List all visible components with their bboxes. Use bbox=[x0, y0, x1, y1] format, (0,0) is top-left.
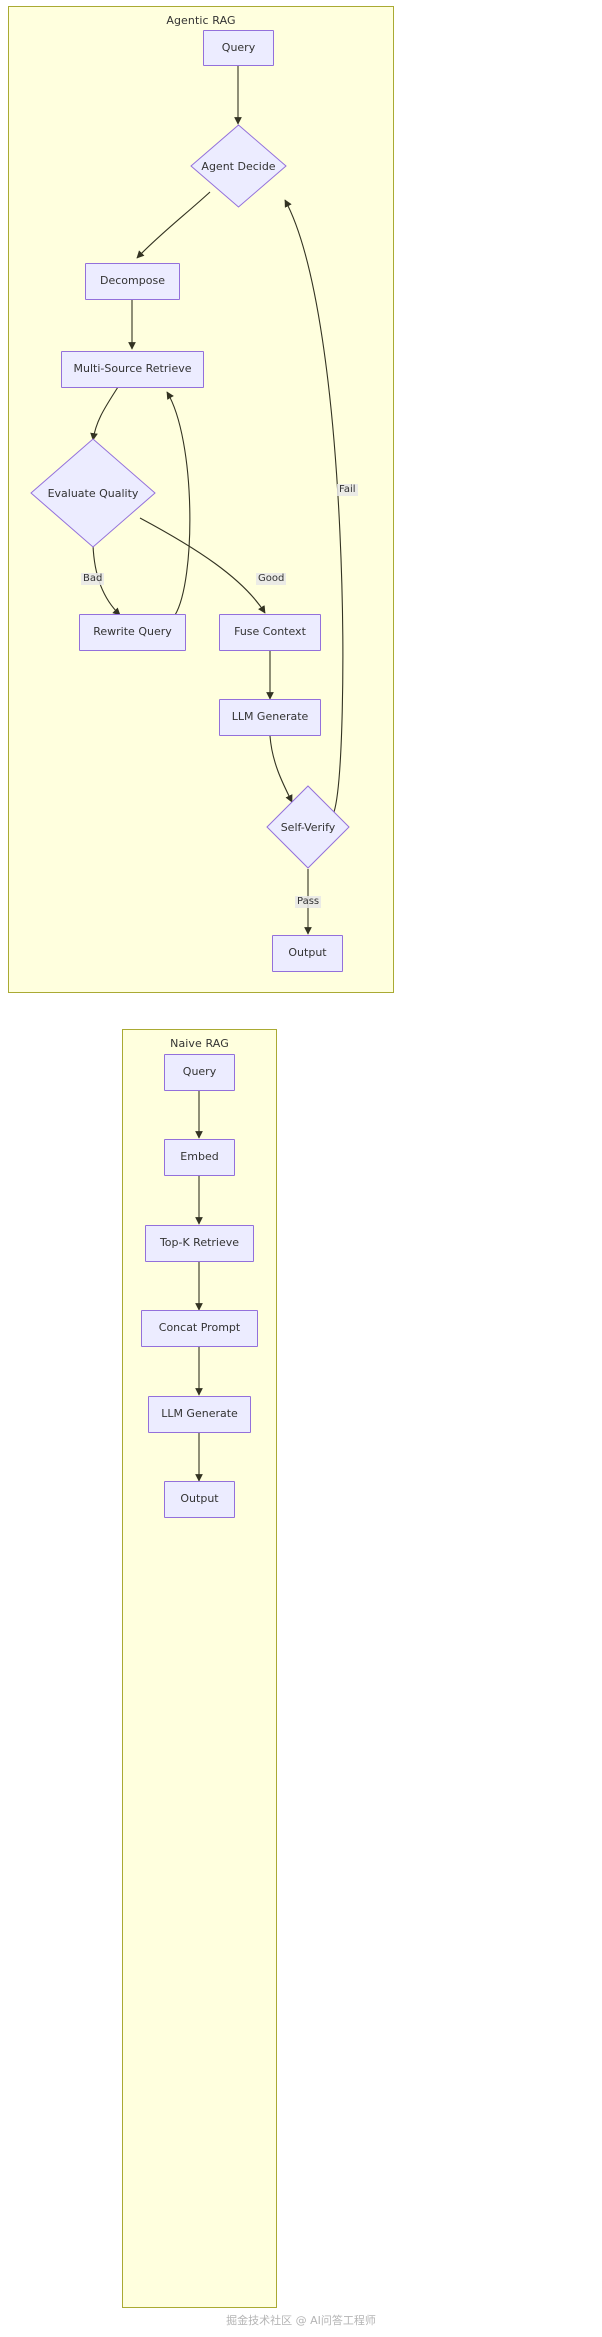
subgraph-title-agentic-rag: Agentic RAG bbox=[166, 14, 236, 27]
node-decompose[interactable]: Decompose bbox=[85, 263, 180, 300]
node-llm-generate[interactable]: LLM Generate bbox=[219, 699, 321, 736]
node-agent-decide[interactable]: Agent Decide bbox=[190, 124, 287, 208]
node-fuse-context[interactable]: Fuse Context bbox=[219, 614, 321, 651]
diamond-shape bbox=[266, 785, 350, 869]
subgraph-naive-rag: Naive RAG bbox=[122, 1029, 277, 2308]
edge-label-good: Good bbox=[256, 573, 287, 585]
node-self-verify-label: Self-Verify bbox=[280, 820, 336, 834]
node-naive-top-k-retrieve[interactable]: Top-K Retrieve bbox=[145, 1225, 254, 1262]
watermark-text: 掘金技术社区 @ AI问答工程师 bbox=[226, 2314, 376, 2327]
node-self-verify[interactable]: Self-Verify bbox=[266, 785, 350, 869]
node-multi-source-retrieve[interactable]: Multi-Source Retrieve bbox=[61, 351, 204, 388]
node-output[interactable]: Output bbox=[272, 935, 343, 972]
node-agent-decide-label: Agent Decide bbox=[201, 159, 276, 173]
node-query[interactable]: Query bbox=[203, 30, 274, 66]
diamond-shape bbox=[30, 438, 156, 548]
diamond-shape bbox=[190, 124, 287, 208]
edge-label-bad: Bad bbox=[81, 573, 105, 585]
node-naive-query[interactable]: Query bbox=[164, 1054, 235, 1091]
node-naive-llm-generate[interactable]: LLM Generate bbox=[148, 1396, 251, 1433]
node-evaluate-quality[interactable]: Evaluate Quality bbox=[30, 438, 156, 548]
node-naive-embed[interactable]: Embed bbox=[164, 1139, 235, 1176]
edge-label-fail: Fail bbox=[337, 484, 358, 496]
node-naive-concat-prompt[interactable]: Concat Prompt bbox=[141, 1310, 258, 1347]
node-naive-output[interactable]: Output bbox=[164, 1481, 235, 1518]
node-evaluate-quality-label: Evaluate Quality bbox=[47, 486, 139, 500]
node-rewrite-query[interactable]: Rewrite Query bbox=[79, 614, 186, 651]
subgraph-title-naive-rag: Naive RAG bbox=[170, 1037, 229, 1050]
edge-label-pass: Pass bbox=[295, 896, 322, 908]
